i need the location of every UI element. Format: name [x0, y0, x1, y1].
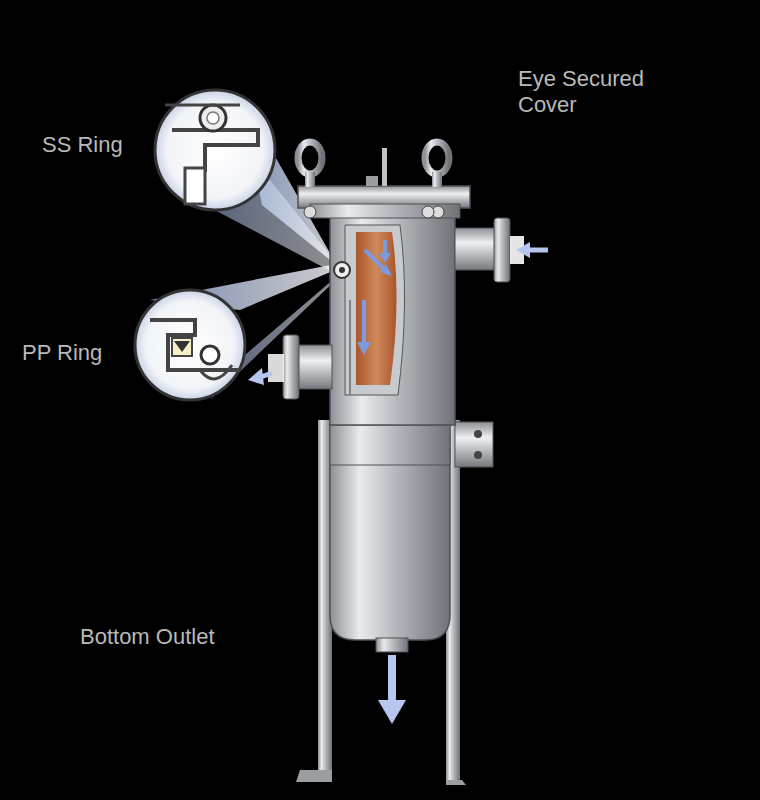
- cover-label: Eye Secured Cover: [518, 66, 683, 119]
- outlet-label: Bottom Outlet: [80, 624, 280, 650]
- part-label: SS Ring: [42, 132, 152, 158]
- part-label: PP Ring: [22, 340, 132, 366]
